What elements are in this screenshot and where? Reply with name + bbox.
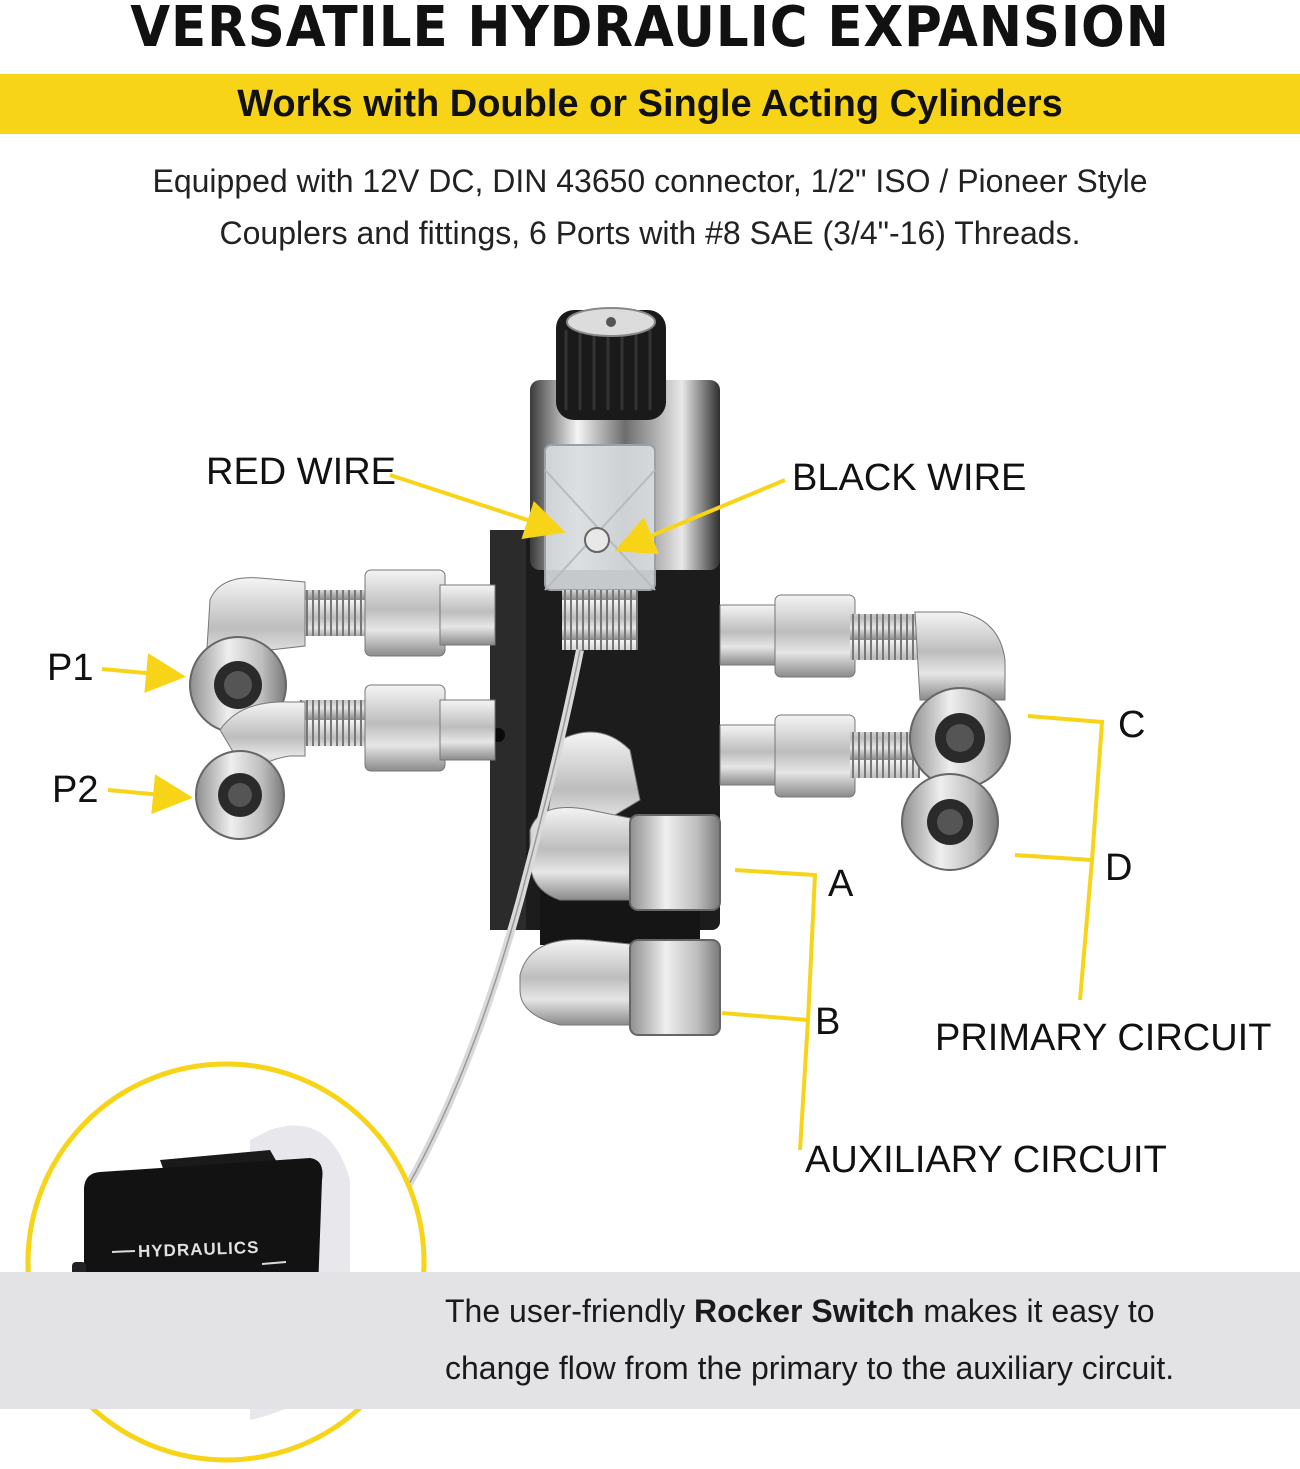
page-title: VERSATILE HYDRAULIC EXPANSION: [130, 0, 1170, 60]
auxiliary-circuit-bracket: [721, 868, 818, 1151]
p1-label: P1: [47, 647, 94, 689]
description-line-1: Equipped with 12V DC, DIN 43650 connecto…: [152, 163, 1148, 199]
description: Equipped with 12V DC, DIN 43650 connecto…: [80, 155, 1220, 259]
right-fittings: [719, 594, 1011, 871]
rocker-switch-highlight: Rocker Switch: [693, 1293, 915, 1329]
c-label: C: [1118, 704, 1146, 746]
annotation-arrows: [101, 473, 786, 815]
auxiliary-circuit-label: AUXILIARY CIRCUIT: [805, 1139, 1167, 1181]
primary-circuit-label: PRIMARY CIRCUIT: [935, 1017, 1272, 1059]
red-wire-label: RED WIRE: [206, 451, 396, 493]
primary-circuit-bracket: [1014, 714, 1105, 1001]
a-label: A: [828, 863, 854, 905]
description-line-2: Couplers and fittings, 6 Ports with #8 S…: [219, 215, 1081, 251]
subtitle-band: Works with Double or Single Acting Cylin…: [0, 74, 1300, 134]
subtitle-text: Works with Double or Single Acting Cylin…: [237, 83, 1063, 125]
black-wire-label: BLACK WIRE: [792, 457, 1027, 499]
p2-label: P2: [52, 769, 99, 811]
footer-part2: makes it easy to: [914, 1293, 1155, 1329]
rocker-switch-description: The user-friendly Rocker Switch makes it…: [445, 1283, 1285, 1397]
rocker-switch-line-1: The user-friendly Rocker Switch makes it…: [445, 1283, 1285, 1340]
rocker-switch-line-2: change flow from the primary to the auxi…: [445, 1350, 1175, 1386]
footer-part1: The user-friendly: [445, 1293, 694, 1329]
info-band: [0, 1272, 1300, 1409]
b-label: B: [815, 1001, 841, 1043]
bottom-fittings: [519, 731, 721, 1036]
switch-brand-label: HYDRAULICS: [137, 1237, 260, 1262]
left-fittings: [189, 569, 496, 840]
d-label: D: [1105, 847, 1133, 889]
